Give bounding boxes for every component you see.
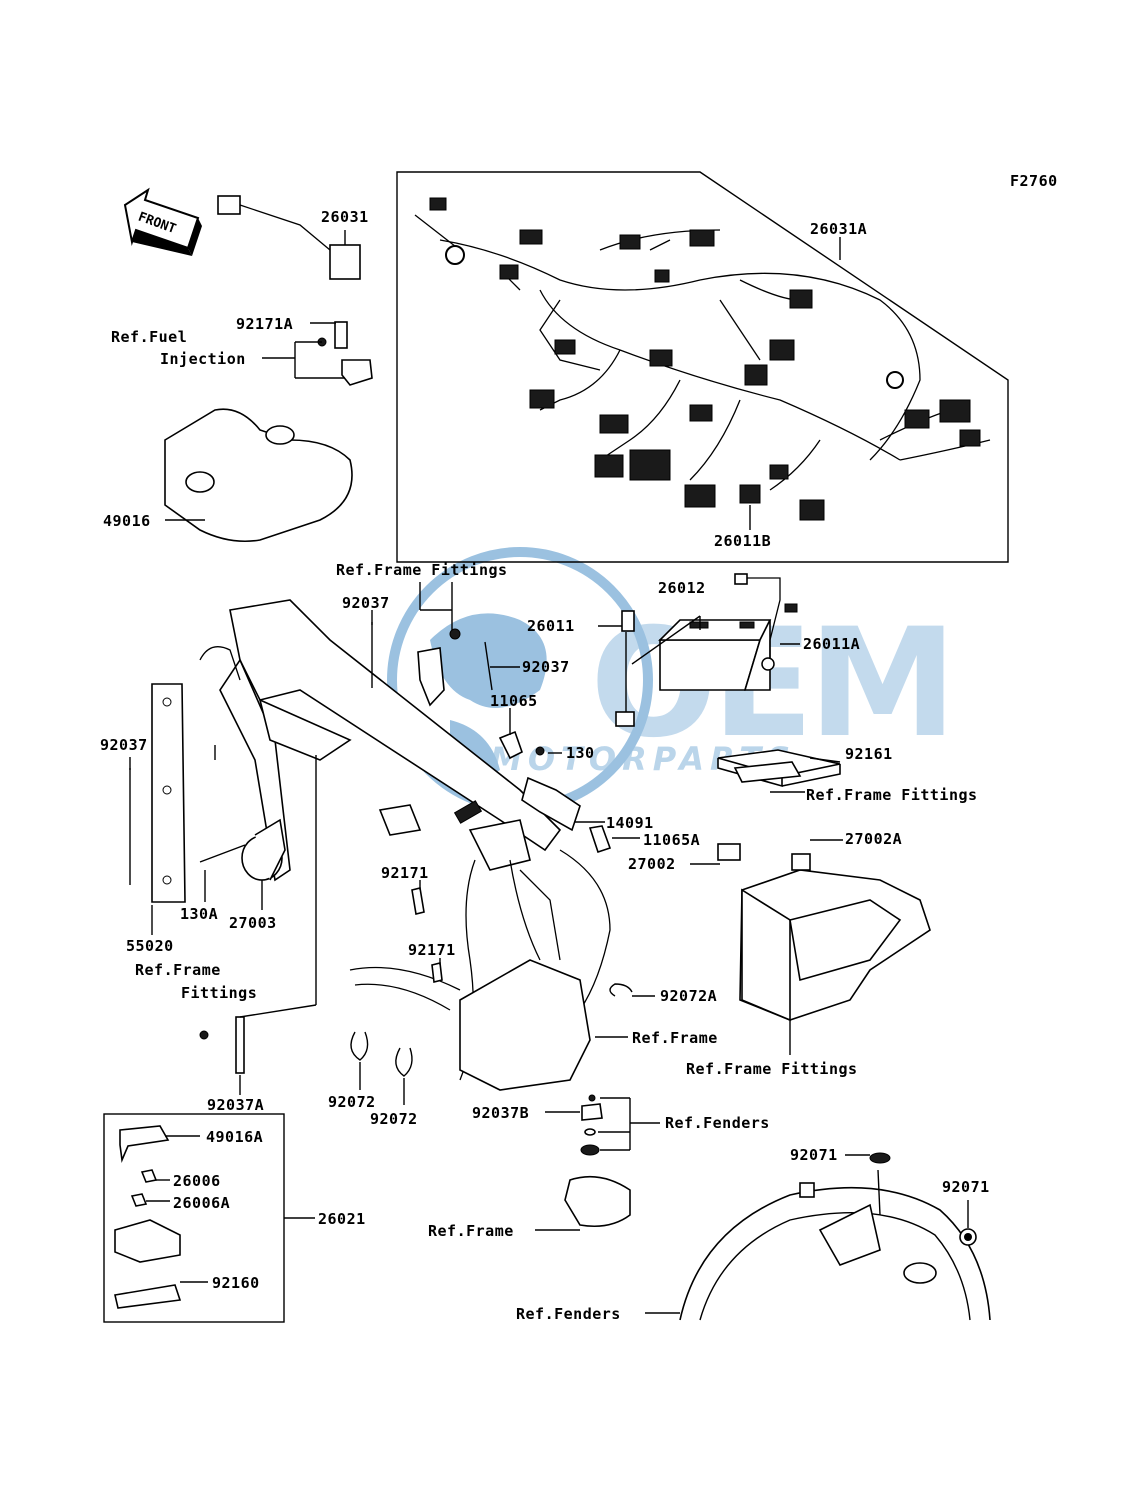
- label-26021: 26021: [318, 1210, 366, 1228]
- battery-case: [717, 761, 931, 1022]
- label-11065A: 11065A: [643, 831, 700, 849]
- front-arrow-icon: FRONT: [123, 187, 202, 256]
- connector-26011B: [739, 484, 761, 504]
- label-49016: 49016: [103, 512, 151, 530]
- part-26011A: [734, 573, 798, 671]
- figure-code: F2760: [1010, 172, 1058, 190]
- part-26031: [217, 195, 361, 280]
- label-130: 130: [566, 744, 595, 762]
- part-92160: [114, 1284, 182, 1309]
- leader-lines: [129, 237, 969, 1314]
- part-26011: [615, 610, 635, 727]
- part-92171-b: [431, 962, 443, 983]
- label-11065: 11065: [490, 692, 538, 710]
- label-26011: 26011: [527, 617, 575, 635]
- label-92037-mid: 92037: [522, 658, 570, 676]
- label-55020: 55020: [126, 937, 174, 955]
- label-92037A: 92037A: [207, 1096, 264, 1114]
- watermark-globe-continents: [430, 613, 547, 778]
- label-92037-top: 92037: [342, 594, 390, 612]
- part-92171-a: [411, 887, 425, 915]
- label-130A: 130A: [180, 905, 218, 923]
- label-26031A: 26031A: [810, 220, 867, 238]
- label-ref-frame-mid: Ref.Frame: [632, 1029, 718, 1047]
- label-92037B: 92037B: [472, 1104, 529, 1122]
- label-92171-a: 92171: [381, 864, 429, 882]
- part-92037-mid: [484, 641, 493, 691]
- label-ref-frame-bottom: Ref.Frame: [428, 1222, 514, 1240]
- label-27003: 27003: [229, 914, 277, 932]
- label-27002: 27002: [628, 855, 676, 873]
- part-26006A: [130, 1193, 148, 1207]
- part-27003: [199, 818, 286, 881]
- label-ref-fenders-bottom: Ref.Fenders: [516, 1305, 621, 1323]
- part-26021-unit: [114, 1219, 181, 1263]
- part-92171A: [262, 321, 373, 386]
- frame: [199, 599, 611, 1091]
- wire-harness-box: [396, 171, 1009, 563]
- part-92037A: [235, 1016, 245, 1074]
- part-92072A: [609, 983, 633, 997]
- label-26006A: 26006A: [173, 1194, 230, 1212]
- label-27002A: 27002A: [845, 830, 902, 848]
- part-26012-battery: [658, 619, 772, 691]
- label-ref-frame-left-2: Fittings: [181, 984, 257, 1002]
- label-92037-left: 92037: [100, 736, 148, 754]
- label-26011A: 26011A: [803, 635, 860, 653]
- part-92072-a: [350, 1031, 369, 1061]
- label-ref-frame-left-1: Ref.Frame: [135, 961, 221, 979]
- harness-connector-1: [429, 197, 447, 211]
- part-11065A: [588, 825, 612, 854]
- label-92071-a: 92071: [790, 1146, 838, 1164]
- part-92072-b: [395, 1047, 413, 1077]
- part-49016: [164, 408, 353, 543]
- label-92072-b: 92072: [370, 1110, 418, 1128]
- label-26031: 26031: [321, 208, 369, 226]
- label-26006: 26006: [173, 1172, 221, 1190]
- label-92072-a: 92072: [328, 1093, 376, 1111]
- label-ref-frame-fittings-right: Ref.Frame Fittings: [806, 786, 978, 804]
- part-26006: [140, 1169, 158, 1183]
- label-ref-fenders-top: Ref.Fenders: [665, 1114, 770, 1132]
- label-92171-b: 92171: [408, 941, 456, 959]
- label-26012: 26012: [658, 579, 706, 597]
- ref-frame-bracket: [564, 1175, 631, 1228]
- part-labels: 26031 26031A 92171A Ref.Fuel Injection 4…: [100, 208, 990, 1323]
- label-ref-frame-fittings-top: Ref.Frame Fittings: [336, 561, 508, 579]
- label-92161: 92161: [845, 745, 893, 763]
- label-26011B: 26011B: [714, 532, 771, 550]
- label-92072A: 92072A: [660, 987, 717, 1005]
- part-14091: [521, 776, 581, 832]
- label-92171A: 92171A: [236, 315, 293, 333]
- rear-fender: [679, 1152, 991, 1321]
- label-ref-fuel-1: Ref.Fuel: [111, 328, 187, 346]
- label-ref-frame-fittings-bottom: Ref.Frame Fittings: [686, 1060, 858, 1078]
- part-92037B: [581, 1103, 603, 1121]
- label-ref-fuel-2: Injection: [160, 350, 246, 368]
- label-14091: 14091: [606, 814, 654, 832]
- part-49016A: [119, 1125, 170, 1163]
- label-92071-b: 92071: [942, 1178, 990, 1196]
- label-92160: 92160: [212, 1274, 260, 1292]
- label-49016A: 49016A: [206, 1128, 263, 1146]
- part-frame-bracket: [417, 647, 445, 707]
